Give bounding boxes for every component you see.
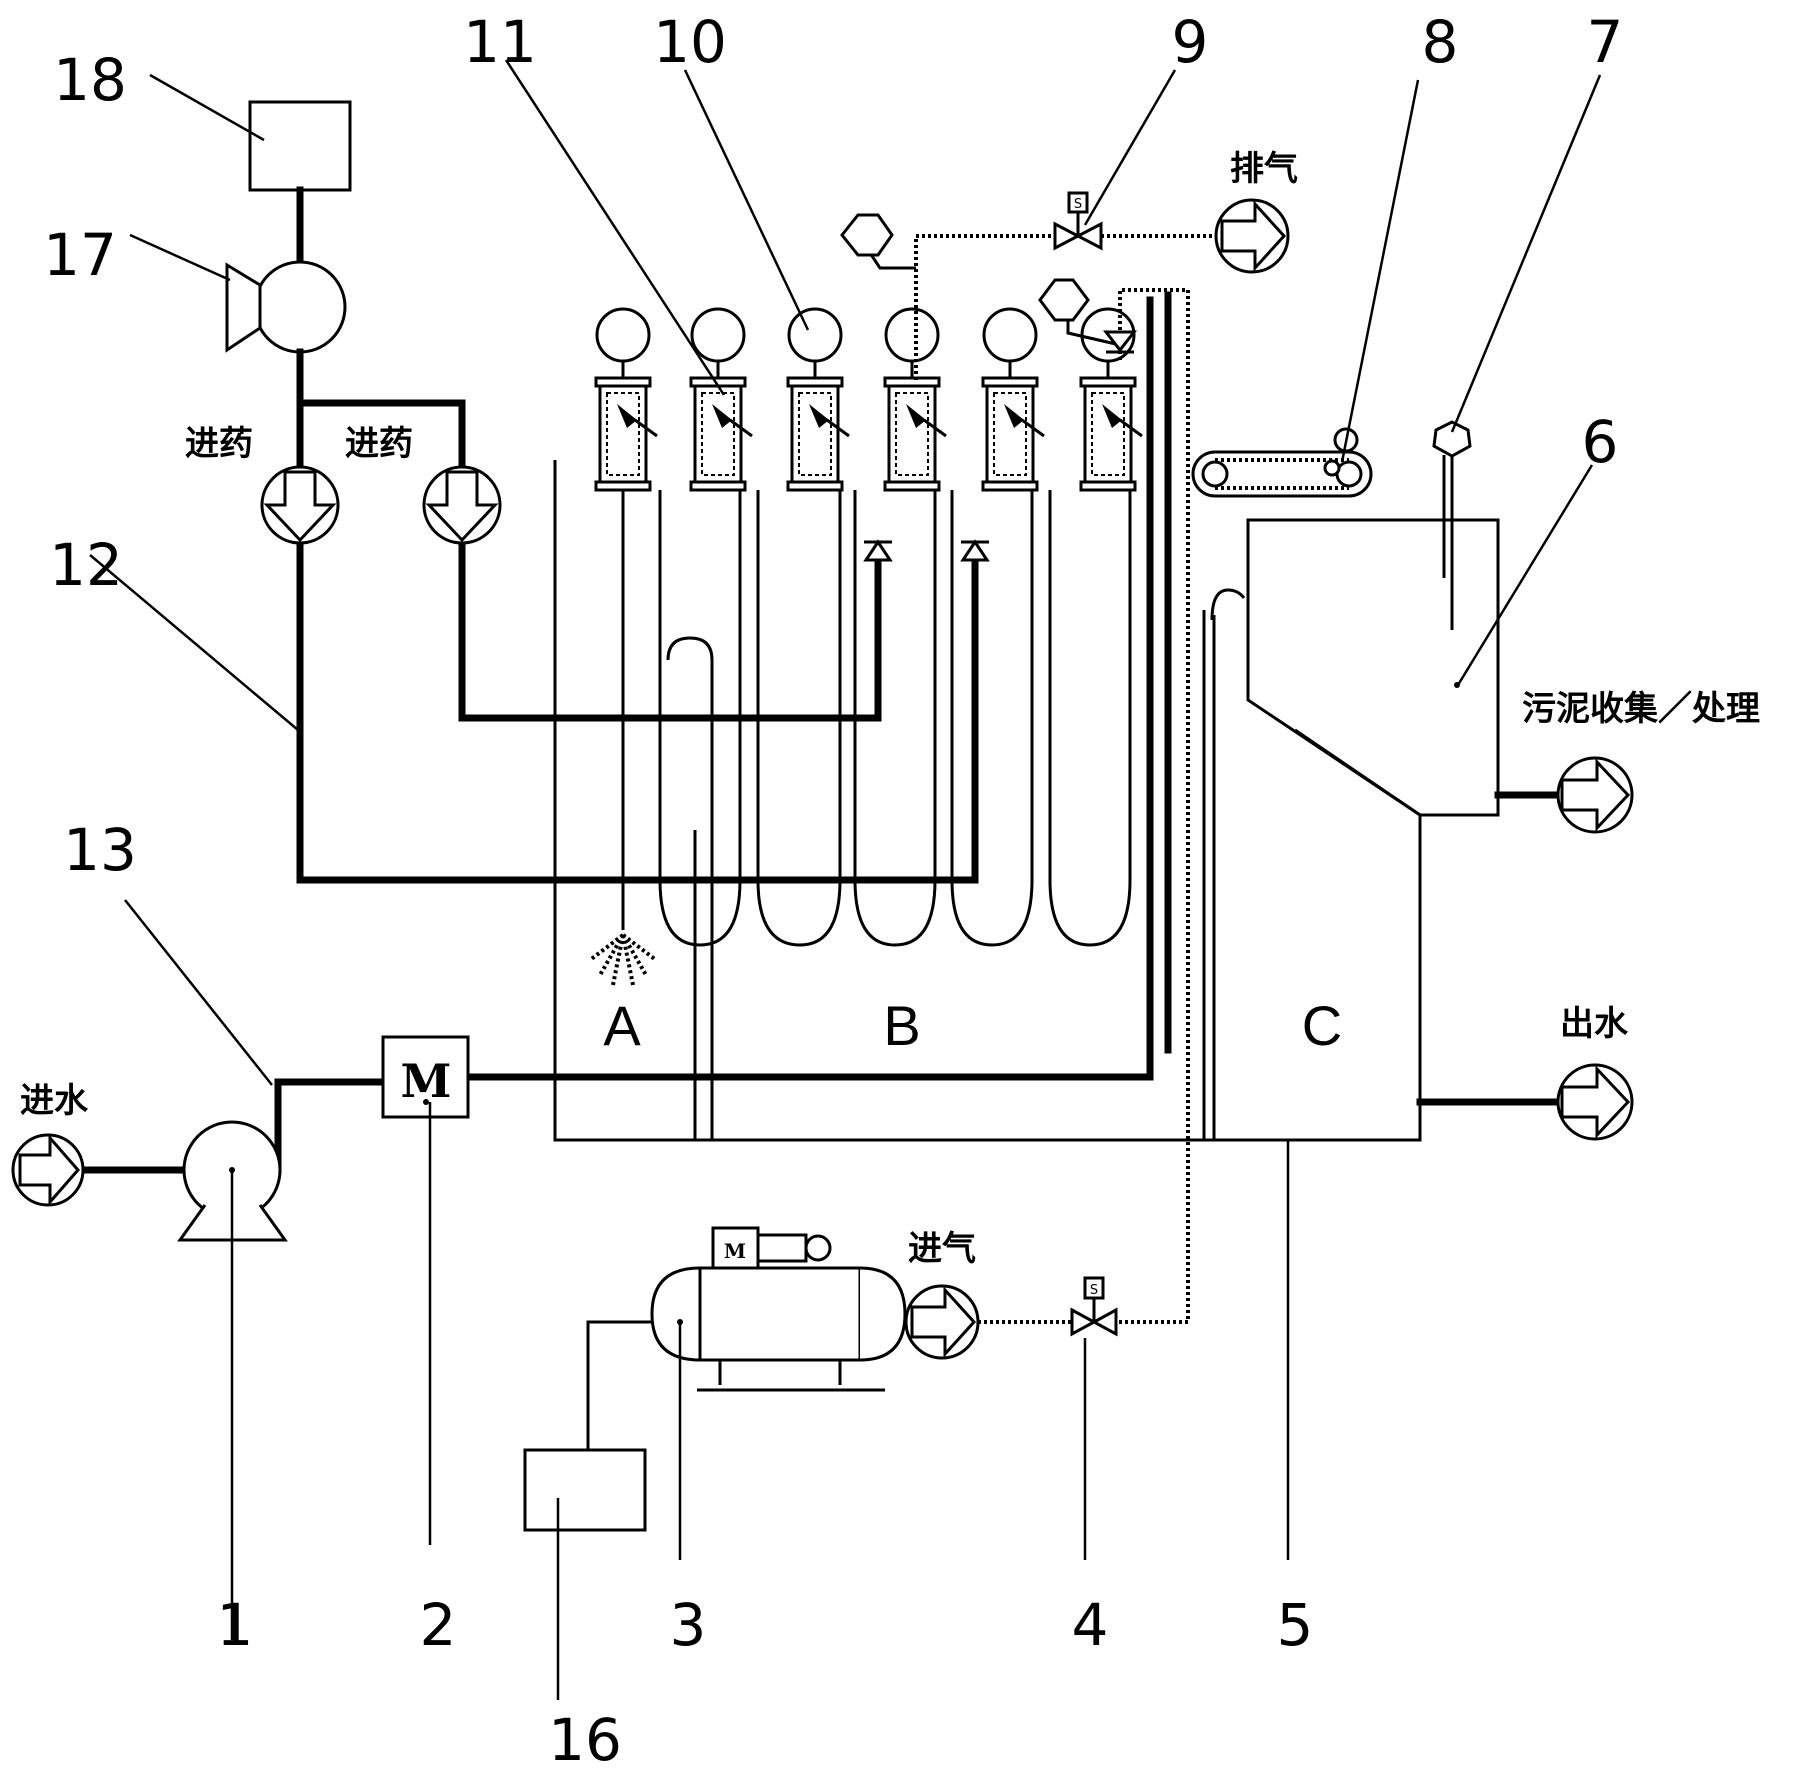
check-valve-2 (960, 539, 990, 562)
sludge-outlet (1494, 756, 1634, 834)
label-water-in: 进水 (20, 1081, 89, 1121)
ref-6: 6 (1582, 408, 1619, 476)
ref-8: 8 (1422, 8, 1459, 76)
dosing-pipes (296, 348, 979, 884)
level-sensor (1432, 420, 1472, 630)
zone-a: A (603, 994, 641, 1057)
ref-2: 2 (420, 1591, 457, 1659)
ref-16: 16 (548, 1706, 622, 1774)
treatment-column (883, 307, 947, 492)
air-compressor: M (650, 1226, 907, 1392)
air-in-arrow (904, 1284, 980, 1360)
solenoid-valve-air: S (1070, 1276, 1118, 1337)
leader-lines (89, 59, 1602, 1700)
dosing-inlet-arrow-2 (422, 465, 502, 545)
label-water-out: 出水 (1560, 1004, 1629, 1044)
ref-5: 5 (1277, 1591, 1314, 1659)
gas-lines (866, 234, 1215, 1324)
ref-3: 3 (670, 1591, 707, 1659)
ref-1: 1 (217, 1591, 254, 1659)
inlet-pipe (79, 291, 1172, 1174)
label-dosing-in-2: 进药 (345, 424, 413, 464)
column-array (594, 307, 1143, 492)
label-air-in: 进气 (908, 1229, 976, 1269)
reference-numbers: 18 17 12 13 1 2 3 4 5 16 6 7 8 9 10 11 (43, 8, 1623, 1774)
ref-12: 12 (49, 531, 123, 599)
valve-s-label-2: S (1090, 1283, 1098, 1298)
ref-11: 11 (463, 8, 537, 76)
dosing-pump (225, 260, 347, 354)
ref-7: 7 (1587, 8, 1624, 76)
treatment-column (689, 307, 753, 492)
sprayer (588, 490, 658, 986)
water-in-arrow (11, 1133, 85, 1207)
check-valve-1 (863, 539, 893, 562)
compressor-control-box (523, 1320, 652, 1532)
ref-18: 18 (53, 46, 127, 114)
treatment-column (594, 307, 658, 492)
label-dosing-in-1: 进药 (185, 424, 253, 464)
dosing-tank (248, 100, 352, 192)
zone-b: B (883, 994, 920, 1057)
ref-13: 13 (63, 816, 137, 884)
ref-9: 9 (1172, 8, 1209, 76)
valve-s-label-1: S (1074, 197, 1082, 212)
ref-17: 17 (43, 221, 117, 289)
exhaust-arrow (1214, 198, 1290, 274)
solenoid-valve-exhaust: S (1053, 191, 1103, 251)
gauge-top-2 (1038, 278, 1090, 322)
label-sludge: 污泥收集／处理 (1522, 689, 1760, 729)
settler (1246, 518, 1500, 817)
dosing-inlet-arrow-1 (260, 465, 340, 545)
belt-conveyor (1191, 427, 1373, 498)
compressor-m-label: M (724, 1239, 746, 1263)
zone-c: C (1302, 994, 1342, 1057)
label-exhaust: 排气 (1230, 149, 1298, 189)
mixer: M (381, 1035, 470, 1119)
water-outlet (1416, 1063, 1634, 1141)
gauge-top-1 (840, 213, 894, 257)
treatment-column (981, 307, 1045, 492)
u-tubes (658, 490, 1246, 1140)
check-valve-3 (1102, 330, 1138, 354)
ref-4: 4 (1072, 1591, 1109, 1659)
ref-10: 10 (653, 8, 727, 76)
treatment-column (786, 307, 850, 492)
